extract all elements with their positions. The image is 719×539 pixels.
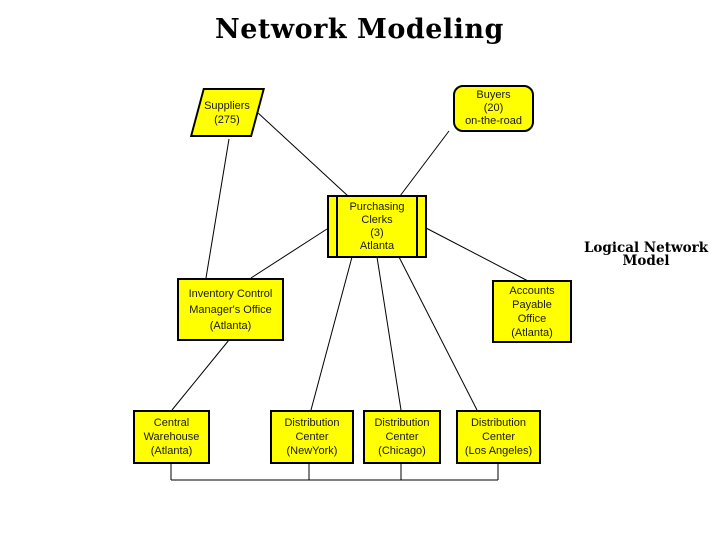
node-inventory-control-label: Inventory Control Manager's Office (Atla… bbox=[188, 287, 273, 332]
node-buyers-label: Buyers (20) on-the-road bbox=[465, 89, 522, 127]
node-distribution-center-chicago: Distribution Center (Chicago) bbox=[363, 410, 441, 464]
node-accounts-payable-label: Accounts Payable Office (Atlanta) bbox=[509, 284, 555, 339]
edge-purchasing_clerks-to-dc_los_angeles bbox=[398, 256, 478, 411]
edge-purchasing_clerks-to-accounts_payable bbox=[425, 227, 529, 282]
node-suppliers-label: Suppliers (275) bbox=[204, 99, 250, 126]
diagram-title: Network Modeling bbox=[215, 14, 504, 45]
side-caption: Logical Network Model bbox=[583, 240, 709, 269]
edge-suppliers-to-inventory_control bbox=[205, 138, 230, 279]
edge-purchasing_clerks-to-dc_new_york bbox=[310, 256, 353, 411]
node-dc-los-angeles-label: Distribution Center (Los Angeles) bbox=[464, 417, 533, 457]
edge-inventory_control-to-central_warehouse bbox=[171, 339, 230, 411]
node-distribution-center-new-york: Distribution Center (NewYork) bbox=[270, 410, 354, 464]
node-purchasing-clerks-label: Purchasing Clerks (3) Atlanta bbox=[349, 200, 405, 252]
edge-buyers-to-purchasing_clerks bbox=[399, 130, 450, 197]
edge-purchasing_clerks-to-inventory_control bbox=[250, 228, 328, 279]
node-dc-chicago-label: Distribution Center (Chicago) bbox=[374, 417, 430, 457]
predefined-process-side-bars bbox=[336, 197, 418, 256]
edge-suppliers-to-purchasing_clerks bbox=[256, 111, 349, 197]
node-purchasing-clerks: Purchasing Clerks (3) Atlanta bbox=[327, 195, 427, 258]
node-central-warehouse: Central Warehouse (Atlanta) bbox=[133, 410, 210, 464]
node-buyers: Buyers (20) on-the-road bbox=[453, 85, 534, 132]
node-distribution-center-los-angeles: Distribution Center (Los Angeles) bbox=[456, 410, 541, 464]
node-accounts-payable-office: Accounts Payable Office (Atlanta) bbox=[492, 280, 572, 343]
node-dc-new-york-label: Distribution Center (NewYork) bbox=[284, 417, 340, 457]
edge-purchasing_clerks-to-dc_chicago bbox=[376, 256, 402, 411]
node-central-warehouse-label: Central Warehouse (Atlanta) bbox=[143, 417, 200, 457]
node-inventory-control-office: Inventory Control Manager's Office (Atla… bbox=[177, 278, 284, 341]
